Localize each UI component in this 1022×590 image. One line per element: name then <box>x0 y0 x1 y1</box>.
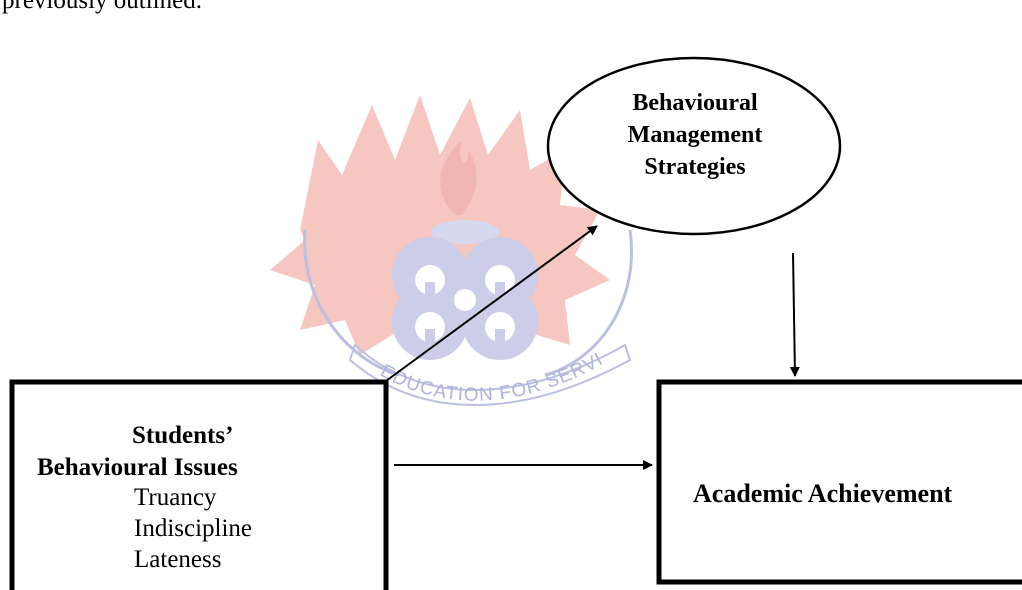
issues-title-line-2: Behavioural Issues <box>37 454 238 481</box>
issue-item-lateness: Lateness <box>134 546 222 573</box>
issues-title-line-1: Students’ <box>132 422 234 449</box>
arrow-issues-to-strategies <box>385 225 598 382</box>
seal-outer-arc <box>303 229 401 377</box>
strategies-label-line-2: Management <box>627 122 763 148</box>
seal-banner <box>348 343 632 406</box>
issue-item-truancy: Truancy <box>134 484 217 511</box>
issue-item-indiscipline: Indiscipline <box>134 515 253 542</box>
strategies-label: Behavioural Management Strategies <box>560 87 830 183</box>
strategies-ellipse <box>546 56 842 236</box>
watermark-seal: EDUCATION FOR SERVICE <box>0 0 633 406</box>
preceding-text: previously outlined. <box>2 0 202 14</box>
arrow-strategies-to-achievement <box>789 252 800 377</box>
achievement-box <box>656 379 1022 585</box>
strategies-label-line-3: Strategies <box>644 154 746 180</box>
strategies-label-line-1: Behavioural <box>632 90 758 116</box>
achievement-label: Academic Achievement <box>693 479 953 508</box>
seal-emblem-top <box>431 220 499 244</box>
issues-box <box>9 379 389 590</box>
seal-torch-flame <box>440 140 477 215</box>
